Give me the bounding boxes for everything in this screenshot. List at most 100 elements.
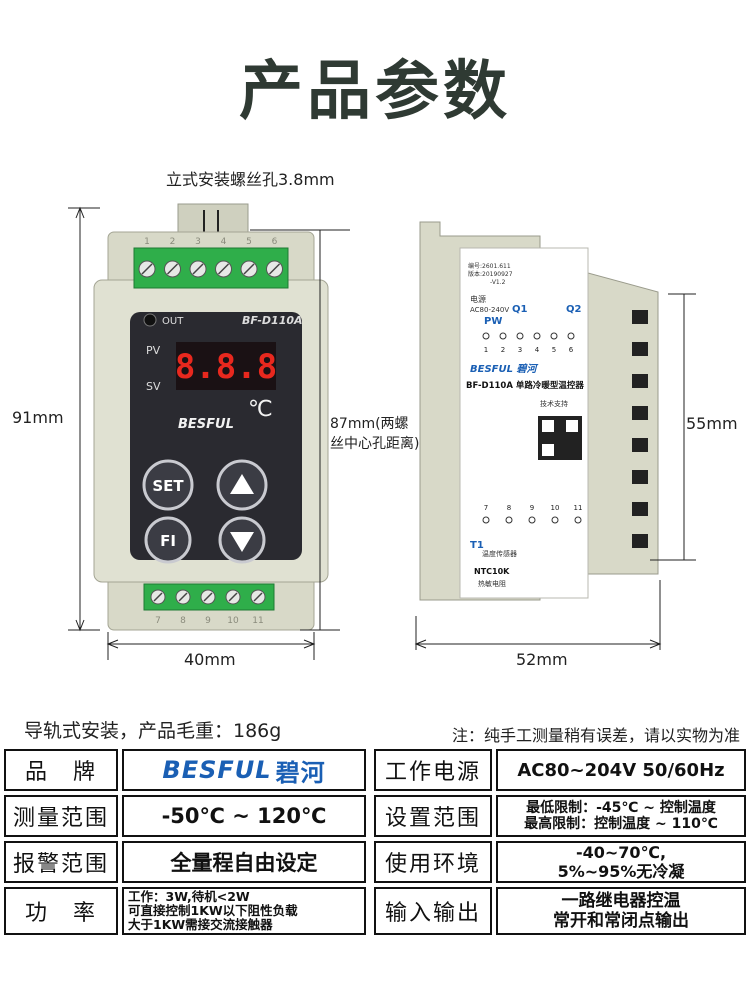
terminal-number: 11 <box>252 616 263 626</box>
side-q2: Q2 <box>566 304 582 315</box>
terminal-number: 5 <box>552 346 556 354</box>
set-button[interactable] <box>142 459 194 511</box>
terminal-number: 7 <box>484 504 488 512</box>
brand-logo: BESFUL <box>162 756 272 784</box>
spec-key: 输入输出 <box>374 887 492 935</box>
spec-value-line: 大于1KW需接交流接触器 <box>128 917 273 932</box>
screw-slot <box>268 263 281 275</box>
screw-slot <box>178 592 188 602</box>
terminal-dot <box>533 332 541 340</box>
pv-label: PV <box>146 344 161 357</box>
screw-slot <box>192 263 204 275</box>
screw-slot <box>243 263 255 275</box>
spec-value-brand: BESFUL 碧河 <box>122 749 366 791</box>
terminal-number: 2 <box>501 346 505 354</box>
spec-value-line: 5%~95%无冷凝 <box>557 862 685 881</box>
height-label: 91mm <box>12 408 64 427</box>
led-display <box>176 342 276 390</box>
dim-arrow-up-icon <box>75 206 85 219</box>
spec-key: 使用环境 <box>374 841 492 883</box>
set-button-label: SET <box>152 477 184 495</box>
spec-key: 功 率 <box>4 887 118 935</box>
spec-value: 工作：3W,待机<2W 可直接控制1KW以下阻性负载 大于1KW需接交流接触器 <box>122 887 366 935</box>
spec-value-line: 可直接控制1KW以下阻性负载 <box>128 903 298 918</box>
sv-label: SV <box>146 380 161 393</box>
brand-logo-cn: 碧河 <box>275 758 326 787</box>
screw-hole-label: 立式安装螺丝孔3.8mm <box>166 170 335 189</box>
qr-finder-2 <box>566 420 578 432</box>
top-terminal-block <box>133 247 289 289</box>
terminal-number: 8 <box>180 616 186 626</box>
screw-slot <box>228 592 238 602</box>
down-arrow-icon <box>230 532 254 552</box>
screw-slot <box>203 592 213 602</box>
terminal-number: 9 <box>530 504 534 512</box>
side-power-label: 电源 <box>470 294 486 304</box>
vent-slot <box>632 342 648 356</box>
dim-arrow-down-icon <box>75 619 85 632</box>
side-q1: Q1 <box>512 304 528 315</box>
spec-value-line: 常开和常闭点输出 <box>553 911 689 931</box>
out-label: OUT <box>162 316 184 327</box>
vent-slot <box>632 438 648 452</box>
install-info: 导轨式安装，产品毛重：186g <box>24 720 282 742</box>
terminal-number: 1 <box>484 346 488 354</box>
terminal-number: 7 <box>155 616 161 626</box>
vent-slot <box>632 406 648 420</box>
spec-value: AC80~204V 50/60Hz <box>496 749 746 791</box>
fi-button-label: FI <box>160 532 176 550</box>
terminal-dot <box>505 516 513 524</box>
terminal-number: 8 <box>507 504 511 512</box>
hole-distance-label-2: 丝中心孔距离) <box>330 436 420 452</box>
spec-value: 一路继电器控温 常开和常闭点输出 <box>496 887 746 935</box>
terminal-number: 3 <box>518 346 522 354</box>
terminal-dot <box>567 332 575 340</box>
side-pw: PW <box>484 316 502 327</box>
side-brand: BESFUL 碧河 <box>470 363 538 375</box>
side-arrow-right-icon <box>649 639 662 649</box>
side-sensor: 温度传感器 <box>482 549 517 558</box>
spec-row: 报警范围 全量程自由设定 使用环境 -40~70℃, 5%~95%无冷凝 <box>4 841 746 883</box>
spec-value-line: 最低限制：-45℃ ~ 控制温度 <box>526 800 716 816</box>
celsius-unit: ℃ <box>248 397 273 422</box>
spec-value-line: 最高限制：控制温度 ~ 110℃ <box>524 816 718 832</box>
spec-value: -40~70℃, 5%~95%无冷凝 <box>496 841 746 883</box>
front-width-label: 40mm <box>184 650 236 669</box>
spec-row: 功 率 工作：3W,待机<2W 可直接控制1KW以下阻性负载 大于1KW需接交流… <box>4 887 746 935</box>
spec-key: 设置范围 <box>374 795 492 837</box>
out-led <box>143 313 157 327</box>
terminal-dot <box>551 516 559 524</box>
terminal-number: 10 <box>227 616 239 626</box>
side-version: 版本:20190927 <box>468 270 513 278</box>
top-clip <box>177 203 249 235</box>
terminal-number: 5 <box>246 237 252 247</box>
side-ntc: NTC10K <box>474 567 510 576</box>
terminal-dot <box>574 516 582 524</box>
side-model: BF-D110A 单路冷暖型温控器 <box>466 380 584 391</box>
terminal-number: 10 <box>551 504 560 512</box>
terminal-number: 6 <box>272 237 278 247</box>
terminal-number: 4 <box>221 237 227 247</box>
terminal-number: 4 <box>535 346 540 354</box>
hole-distance-label-1: 87mm(两螺 <box>330 416 409 432</box>
terminal-dot <box>528 516 536 524</box>
side-serial: 编号:2601.611 <box>468 262 511 270</box>
dim-arrow-left-icon <box>106 639 119 649</box>
spec-value: 最低限制：-45℃ ~ 控制温度 最高限制：控制温度 ~ 110℃ <box>496 795 746 837</box>
spec-key: 工作电源 <box>374 749 492 791</box>
vent-slot <box>632 534 648 548</box>
terminal-number: 1 <box>144 237 150 247</box>
spec-value: -50℃ ~ 120℃ <box>122 795 366 837</box>
screw-slot <box>217 263 230 275</box>
spec-value-line: 一路继电器控温 <box>561 891 681 911</box>
fi-button[interactable] <box>144 516 192 564</box>
side-width-label: 52mm <box>516 650 568 669</box>
terminal-dot <box>482 516 490 524</box>
spec-key: 测量范围 <box>4 795 118 837</box>
terminal-dot <box>482 332 490 340</box>
side-power-value: AC80-240V <box>470 306 509 314</box>
spec-key: 品 牌 <box>4 749 118 791</box>
measure-note: 注：纯手工测量稍有误差，请以实物为准 <box>451 726 740 745</box>
